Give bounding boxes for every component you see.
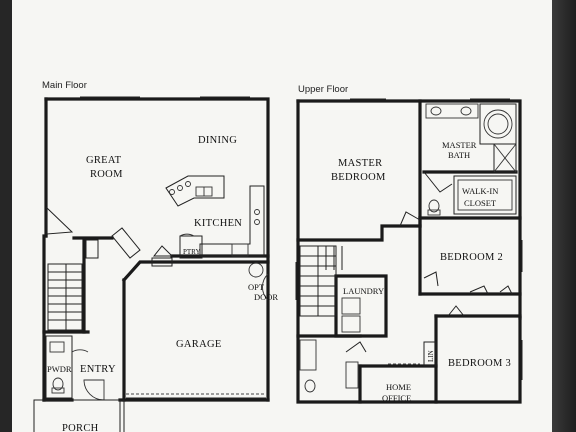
walk-in-closet-label: CLOSET	[464, 198, 497, 208]
master-bath-fixtures	[425, 103, 517, 173]
sink-icon	[49, 341, 65, 353]
background-edge-left	[0, 0, 12, 432]
laundry-label: LAUNDRY	[343, 286, 384, 296]
opt-door-label: OPT	[248, 282, 265, 292]
upper-stairs	[299, 245, 343, 317]
main-floor-plan: Main Floor	[33, 80, 278, 432]
great-room-label: GREAT	[86, 155, 122, 166]
master-bedroom-label: BEDROOM	[331, 172, 386, 183]
garage-label: GARAGE	[176, 339, 222, 350]
bedroom-2-closet	[499, 285, 513, 295]
opt-door-swing	[262, 273, 269, 301]
upper-floor-title: Upper Floor	[298, 84, 348, 95]
main-floor-title: Main Floor	[42, 80, 87, 91]
bedroom-2-label: BEDROOM 2	[440, 252, 503, 263]
walk-in-closet	[453, 175, 517, 215]
upper-floor-walls	[296, 99, 522, 404]
powder-room	[45, 335, 73, 399]
entry-door	[83, 379, 105, 401]
great-room-label: ROOM	[90, 169, 123, 180]
linen-closet	[423, 341, 437, 367]
door-swing	[179, 233, 195, 237]
dryer-icon	[341, 315, 361, 333]
upper-floor-plan: Upper Floor	[295, 84, 523, 404]
bedroom-3-door	[447, 305, 465, 317]
cooktop-burner	[254, 209, 260, 215]
floor-plan-sheet	[12, 0, 552, 432]
bedroom-2-closet	[469, 285, 489, 295]
master-bath-label: BATH	[448, 150, 470, 160]
dining-label: DINING	[198, 135, 237, 146]
coat-closet	[85, 239, 99, 259]
pantry-label: PTRY	[183, 248, 201, 256]
linen-label: LIN	[427, 350, 435, 362]
door-swing	[71, 349, 89, 353]
home-office-label: HOME	[386, 382, 411, 392]
kitchen-label: KITCHEN	[194, 218, 242, 229]
walk-in-closet-label: WALK-IN	[462, 186, 498, 196]
pantry	[179, 235, 203, 259]
master-door	[399, 211, 421, 227]
water-heater	[248, 262, 264, 278]
bedroom-3-label: BEDROOM 3	[448, 358, 511, 369]
closet-shelving	[457, 179, 513, 211]
door-swing	[152, 245, 174, 257]
toilet-tank	[427, 209, 441, 216]
bath-door	[345, 341, 367, 353]
toilet-icon	[304, 379, 316, 393]
powder-room-label: PWDR	[47, 364, 72, 374]
kitchen-counter	[199, 185, 265, 257]
background-edge-right	[552, 0, 576, 432]
kitchen-island	[165, 175, 225, 207]
refrigerator	[231, 243, 249, 257]
master-bath-label: MASTER	[442, 140, 477, 150]
hall-door	[111, 227, 141, 259]
bedroom-2-door	[423, 271, 439, 287]
cooktop-burner	[254, 219, 260, 225]
toilet-icon	[428, 199, 440, 213]
master-bedroom-label: MASTER	[338, 158, 382, 169]
bathtub-icon	[299, 339, 317, 371]
porch	[33, 399, 125, 432]
entry-label: ENTRY	[80, 364, 116, 375]
home-office-label: OFFICE	[382, 393, 411, 403]
toilet-icon	[52, 377, 64, 391]
bath-door	[423, 171, 453, 193]
opt-door-label: DOOR	[254, 292, 278, 302]
sink-icon	[345, 361, 359, 389]
main-stairs	[47, 263, 83, 331]
toilet-tank	[51, 387, 65, 394]
fireplace-icon	[46, 206, 74, 235]
porch-label: PORCH	[62, 423, 99, 432]
washer-icon	[341, 297, 361, 315]
garage-step	[151, 257, 173, 267]
